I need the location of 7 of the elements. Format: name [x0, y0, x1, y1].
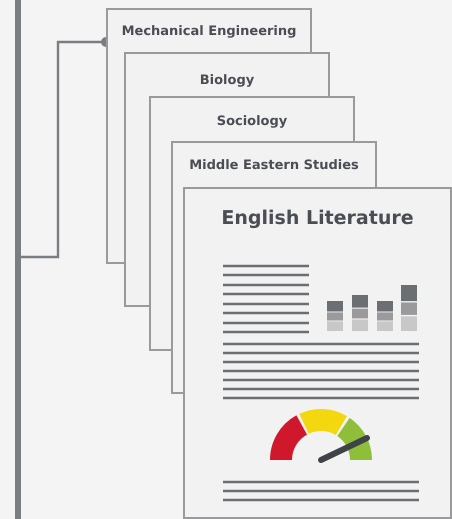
document-card	[183, 187, 452, 519]
timeline-bar	[15, 0, 21, 519]
document-title: Biology	[198, 73, 256, 88]
document-title: Sociology	[216, 114, 288, 129]
document-title: Middle Eastern Studies	[188, 158, 360, 173]
document-title: Mechanical Engineering	[120, 24, 298, 39]
document-title: English Literature	[220, 207, 415, 229]
